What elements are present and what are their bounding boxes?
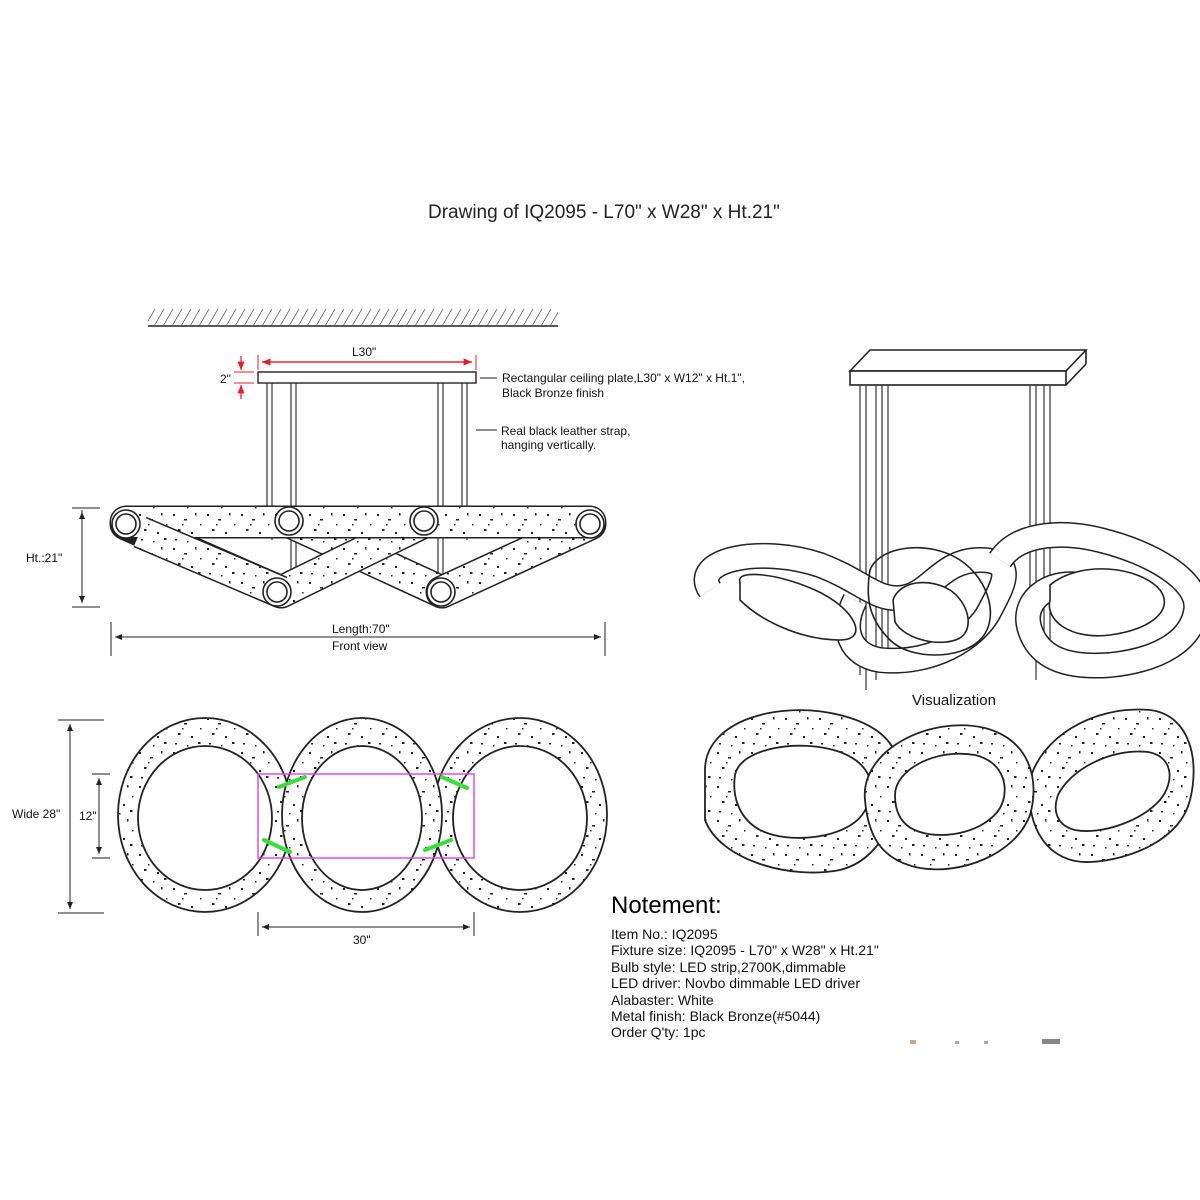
plate-callout-line2: Black Bronze finish — [502, 386, 605, 400]
note-led-driver: LED driver: Novbo dimmable LED driver — [611, 975, 860, 992]
drawing-title: Drawing of IQ2095 - L70" x W28" x Ht.21" — [428, 202, 780, 223]
inner-width-dimension — [92, 773, 110, 859]
visualization-render — [704, 708, 1195, 874]
strap-callout-line2: hanging vertically. — [501, 438, 597, 452]
ceiling-hatch — [148, 309, 558, 325]
stray-marks — [910, 1039, 1060, 1044]
notement-list: Item No.: IQ2095 Fixture size: IQ2095 - … — [611, 926, 879, 1041]
plate-outline — [257, 773, 475, 859]
length-dimension — [110, 622, 606, 656]
note-fixture-size: Fixture size: IQ2095 - L70" x W28" x Ht.… — [611, 942, 879, 959]
notement-heading: Notement: — [611, 892, 722, 919]
plate-callout-line1: Rectangular ceiling plate,L30" x W12" x … — [502, 371, 745, 385]
note-metal-finish: Metal finish: Black Bronze(#5044) — [611, 1008, 821, 1025]
front-view-label: Front view — [332, 639, 388, 653]
front-view — [72, 309, 607, 656]
length-label: Length:70" — [332, 622, 390, 636]
plate-height-label: 2" — [220, 372, 231, 386]
inner-width-label: 12" — [79, 809, 97, 823]
inner-length-label: 30" — [353, 933, 371, 947]
top-view — [58, 717, 608, 936]
note-bulb-style: Bulb style: LED strip,2700K,dimmable — [611, 958, 846, 975]
note-order-qty: Order Q'ty: 1pc — [611, 1024, 706, 1041]
plate-length-label: L30" — [352, 345, 377, 359]
visualization-line-drawing — [693, 349, 1200, 690]
height-dimension — [72, 507, 100, 608]
plate-height-dimension — [234, 356, 254, 399]
plate-length-dimension — [257, 355, 477, 370]
strap-markers — [262, 775, 469, 854]
ceiling-plate — [257, 371, 477, 384]
inner-length-dimension — [257, 912, 475, 936]
strap-callout-line1: Real black leather strap, — [501, 424, 631, 438]
note-alabaster: Alabaster: White — [611, 991, 714, 1008]
width-label: Wide 28" — [12, 807, 61, 821]
height-label: Ht.:21" — [26, 551, 63, 565]
visualization-label: Visualization — [912, 692, 996, 709]
note-item-number: Item No.: IQ2095 — [611, 926, 718, 942]
width-dimension — [58, 719, 104, 914]
front-view-tubes — [109, 505, 607, 609]
